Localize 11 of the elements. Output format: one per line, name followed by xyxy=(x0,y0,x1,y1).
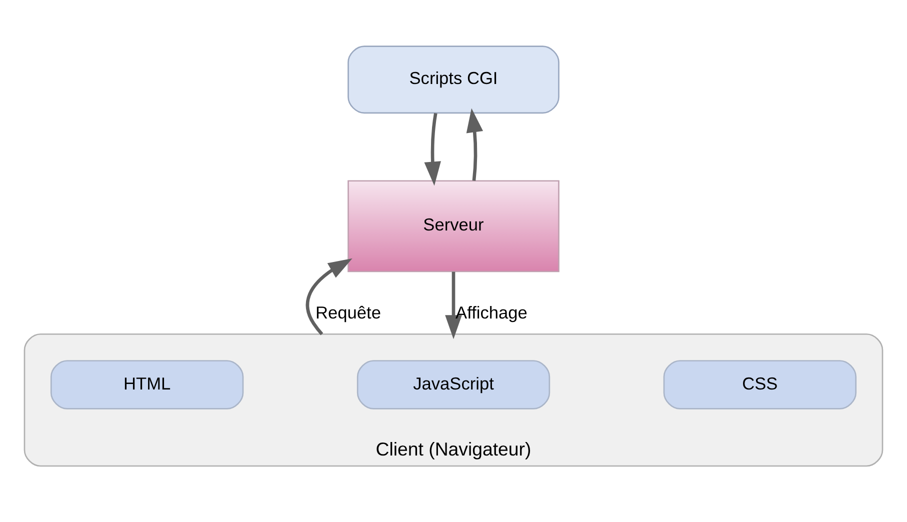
arrow xyxy=(445,271,462,339)
edge-label: Affichage xyxy=(456,302,528,322)
arrow xyxy=(424,112,441,186)
node-box: JavaScript xyxy=(356,360,550,409)
node-box: Serveur xyxy=(348,180,560,272)
node-box: HTML xyxy=(50,360,244,409)
arrow xyxy=(466,108,484,180)
node-box: Scripts CGI xyxy=(348,45,560,114)
arrow xyxy=(306,258,352,335)
edge-label: Requête xyxy=(316,302,381,322)
node-box: CSS xyxy=(663,360,857,409)
